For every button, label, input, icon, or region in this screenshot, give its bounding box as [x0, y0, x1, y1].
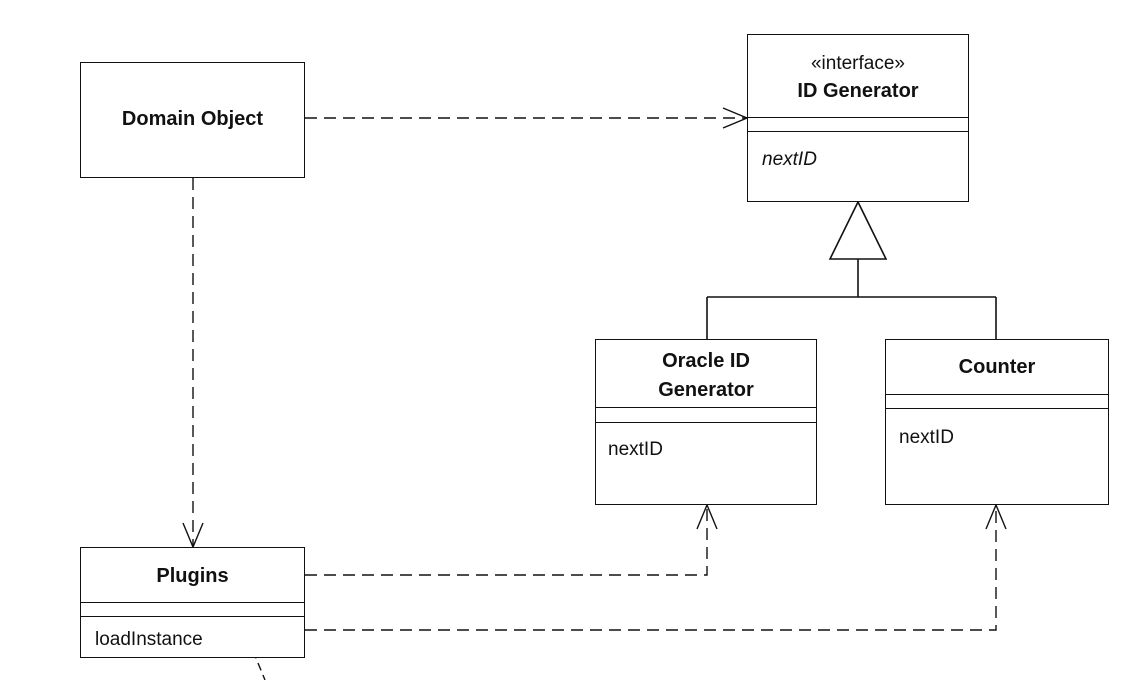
domain-object-name: Domain Object: [121, 108, 264, 130]
counter-operation: nextID: [899, 427, 954, 448]
oracle-name-line1: Oracle ID: [662, 350, 750, 372]
attributes-separator: [596, 407, 816, 408]
plugins-operation: loadInstance: [95, 629, 203, 650]
oracle-operation: nextID: [608, 439, 663, 460]
oracle-name-line2: Generator: [658, 379, 754, 401]
dependency-plugins-to-oracle: [305, 505, 708, 576]
attributes-separator: [886, 394, 1108, 395]
operations-separator: [81, 616, 304, 617]
arrowhead-oracle: [696, 503, 718, 530]
generalization-triangle: [828, 200, 888, 260]
plugins-name: Plugins: [156, 565, 229, 587]
operations-separator: [596, 422, 816, 423]
counter-class[interactable]: Counter nextID: [885, 339, 1109, 505]
id-generator-operation: nextID: [762, 149, 817, 170]
operations-separator: [886, 408, 1108, 409]
counter-name: Counter: [958, 356, 1036, 378]
id-generator-name: ID Generator: [797, 80, 919, 102]
attributes-separator: [81, 602, 304, 603]
operations-separator: [748, 131, 968, 132]
id-generator-stereotype: «interface»: [810, 53, 905, 74]
plugins-class[interactable]: Plugins loadInstance: [80, 547, 305, 658]
domain-object-class[interactable]: Domain Object: [80, 62, 305, 178]
oracle-id-generator-class[interactable]: Oracle ID Generator nextID: [595, 339, 817, 505]
attributes-separator: [748, 117, 968, 118]
arrowhead-counter: [985, 503, 1007, 530]
generalization-line: [706, 259, 997, 339]
id-generator-interface[interactable]: «interface» ID Generator nextID: [747, 34, 969, 202]
dependency-plugins-to-counter: [305, 505, 997, 631]
